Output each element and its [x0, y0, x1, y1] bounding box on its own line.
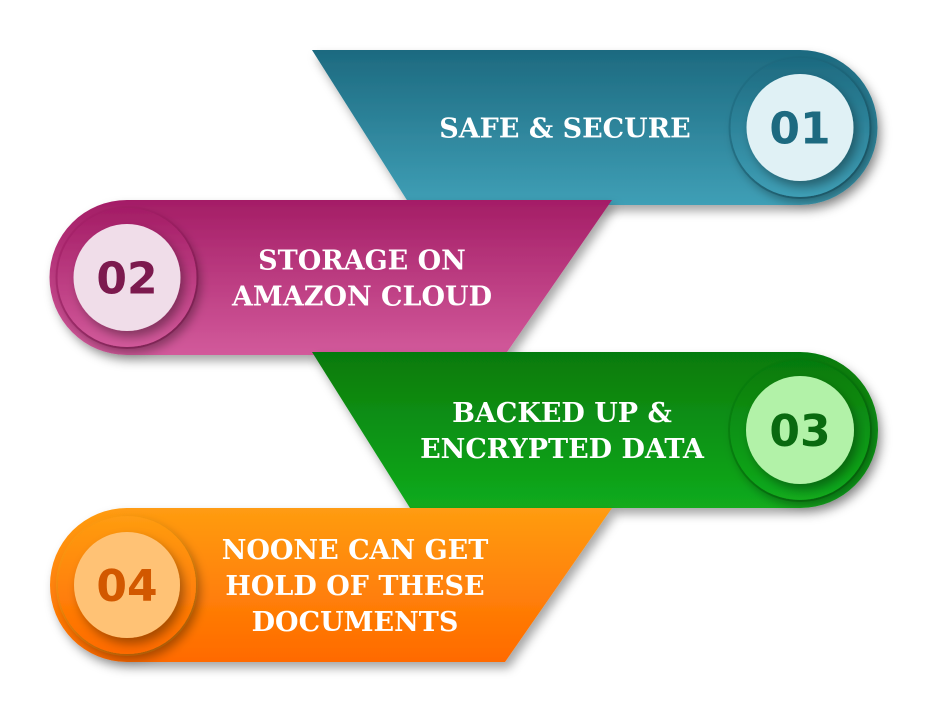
step-number: 02 — [96, 254, 157, 305]
step-number: 01 — [769, 104, 830, 155]
step-label: SAFE & SECURE — [439, 114, 691, 145]
step-band — [49, 200, 612, 355]
step-number: 04 — [96, 561, 157, 612]
step-label: ENCRYPTED DATA — [420, 434, 705, 465]
step-01: 01 SAFE & SECURE — [312, 50, 878, 205]
number-circle — [74, 532, 180, 638]
step-label: AMAZON CLOUD — [231, 282, 492, 313]
number-circle — [746, 74, 854, 181]
step-label: NOONE CAN GET — [222, 535, 489, 566]
step-number: 03 — [769, 406, 830, 457]
step-04: 04 NOONE CAN GET HOLD OF THESE DOCUMENTS — [50, 508, 612, 662]
step-band — [312, 50, 878, 205]
step-02: 02 STORAGE ON AMAZON CLOUD — [49, 200, 612, 355]
step-label: DOCUMENTS — [252, 607, 459, 638]
step-band — [312, 352, 878, 508]
number-circle — [746, 376, 854, 484]
step-label: BACKED UP & — [452, 398, 672, 429]
step-label: HOLD OF THESE — [225, 571, 484, 602]
step-03: 03 BACKED UP & ENCRYPTED DATA — [312, 352, 878, 508]
step-label: STORAGE ON — [258, 246, 466, 277]
step-band — [50, 508, 612, 662]
number-circle — [73, 224, 181, 331]
